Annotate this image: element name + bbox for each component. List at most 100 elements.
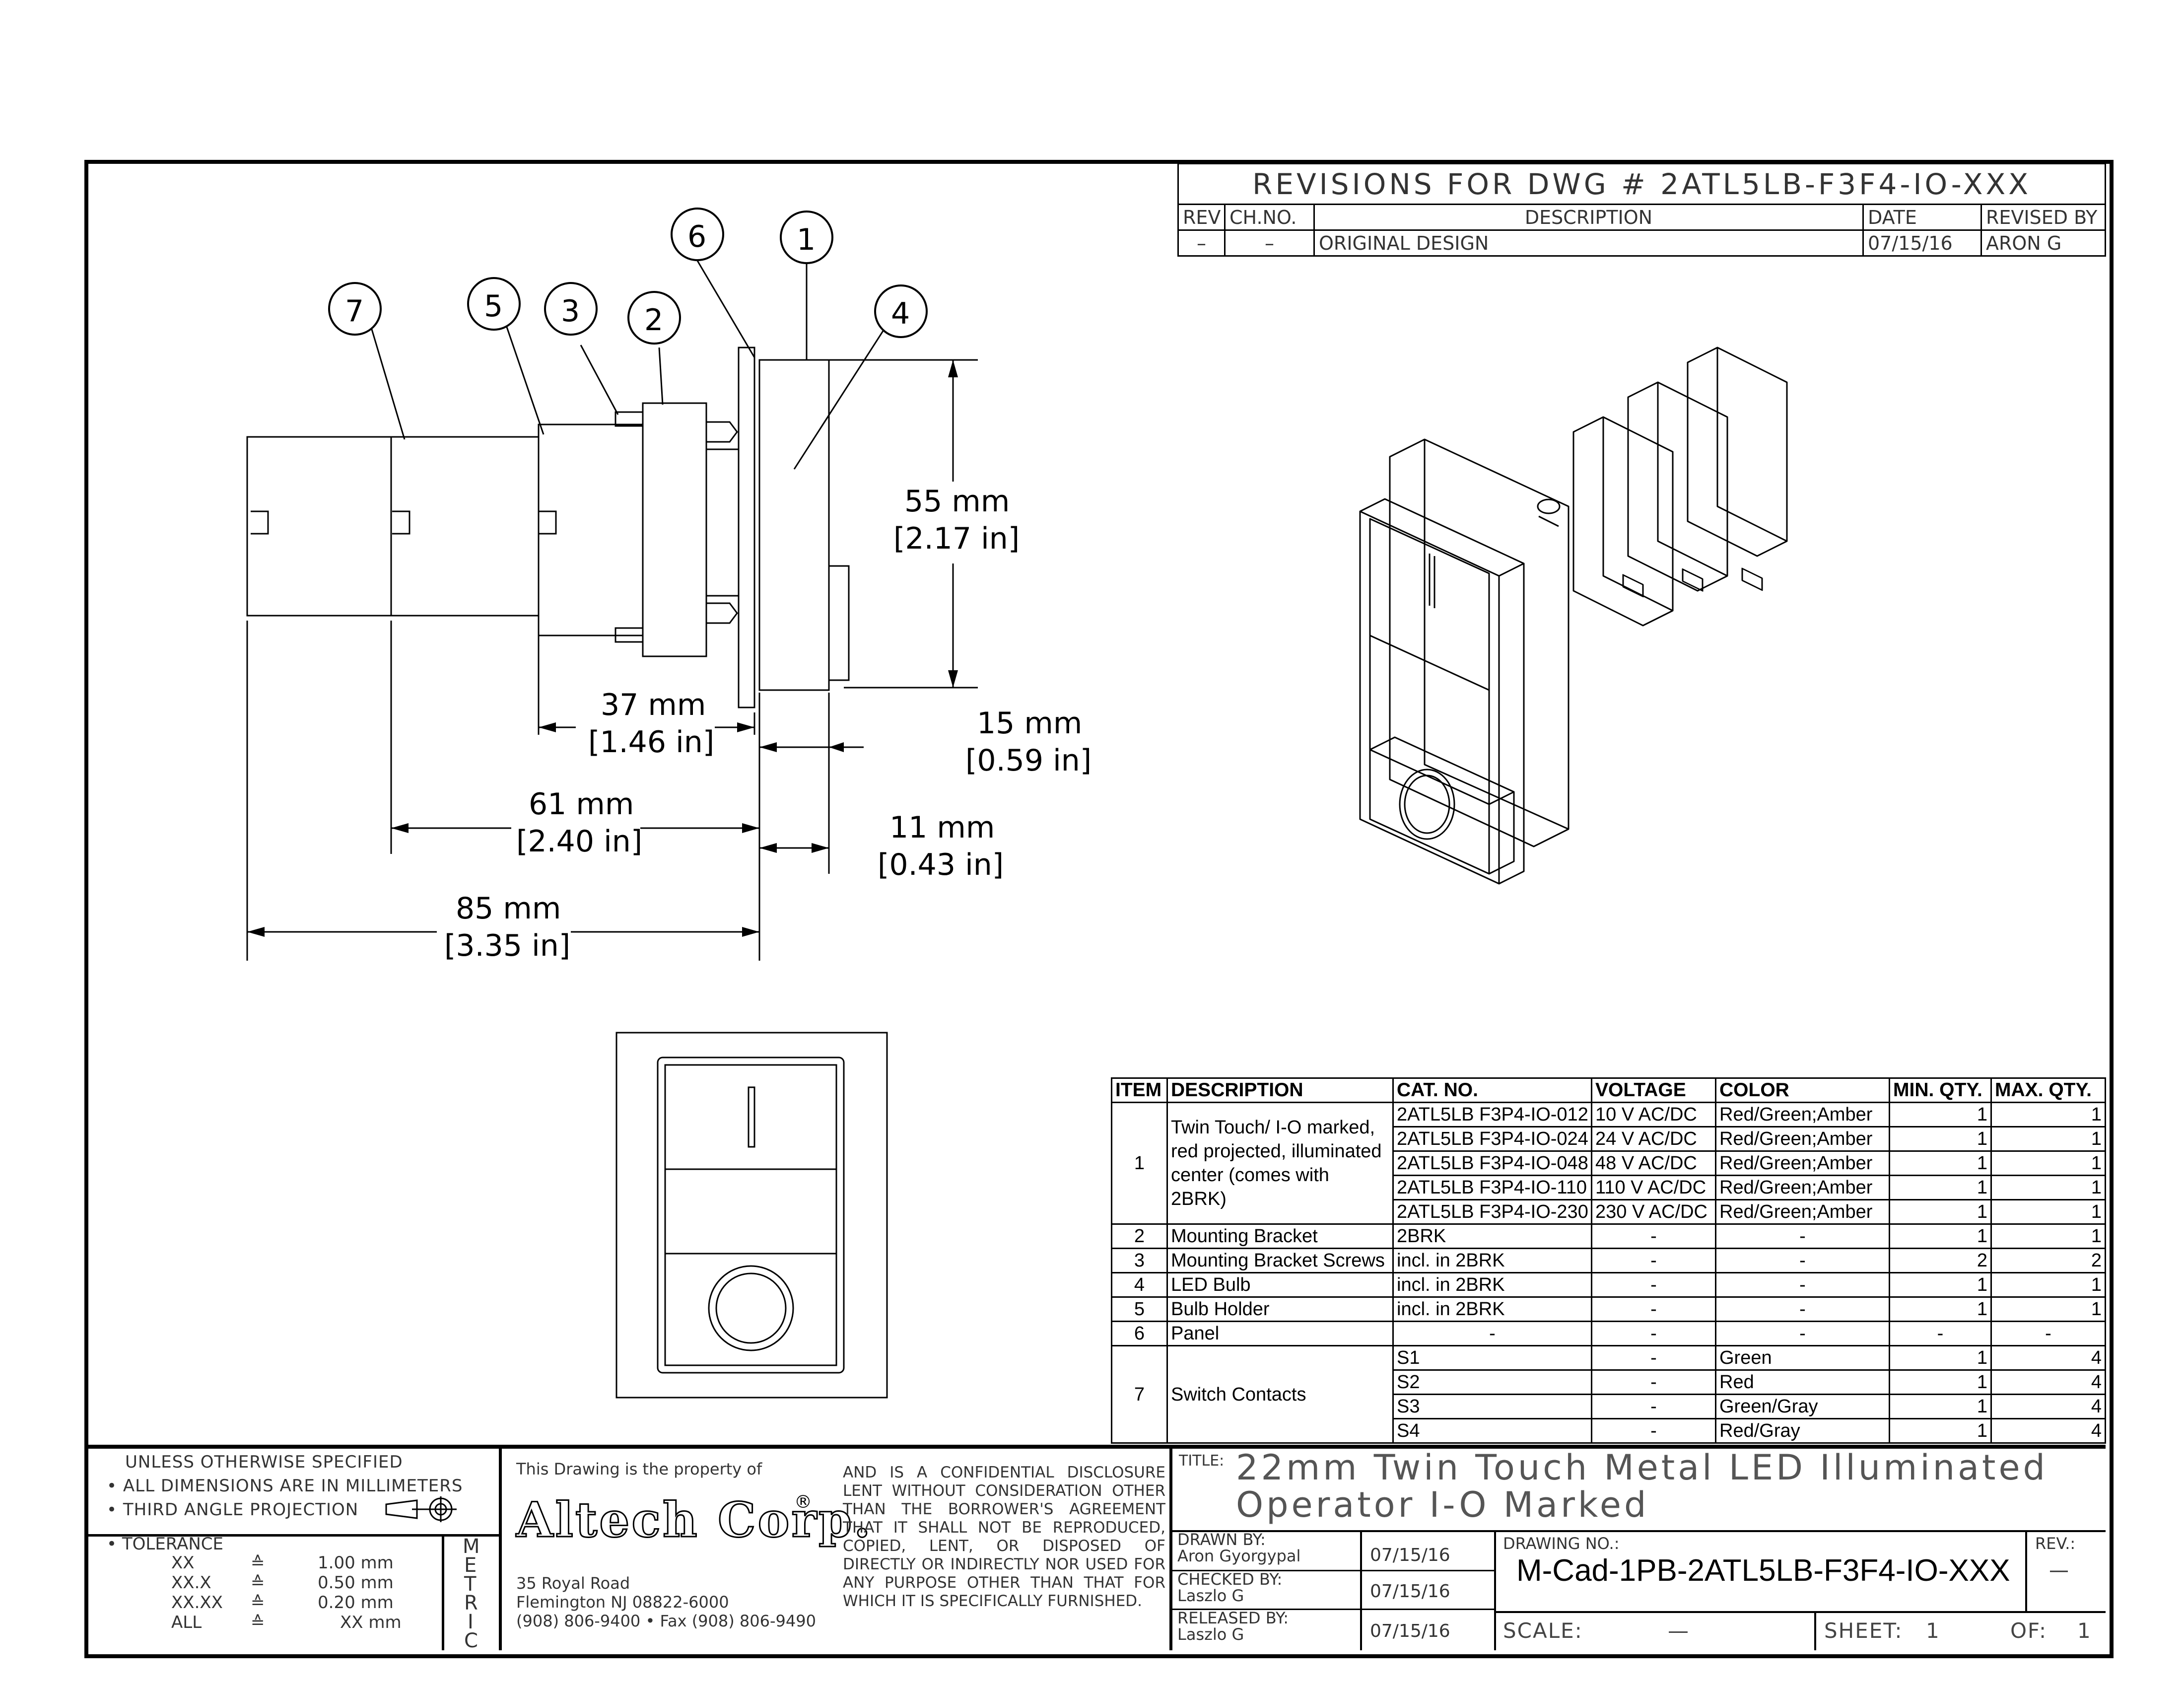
drawn-date: 07/15/16 <box>1370 1545 1450 1565</box>
tolerance-value: XX mm <box>340 1613 402 1632</box>
metric-letter: M <box>463 1535 480 1558</box>
bom-cell: Red/Green;Amber <box>1715 1175 1890 1200</box>
bom-cell: 1 <box>1889 1126 1992 1152</box>
checked-by-label: CHECKED BY: <box>1177 1570 1283 1589</box>
bom-header-description: DESCRIPTION <box>1166 1077 1394 1103</box>
tolerance-label: • TOLERANCE <box>107 1534 223 1554</box>
tolerance-key: XX.X <box>171 1573 211 1593</box>
dim-37-mm: 37 mm <box>601 688 706 722</box>
dim-11-mm: 11 mm <box>889 810 995 845</box>
released-by-label: RELEASED BY: <box>1177 1609 1289 1627</box>
table-row: 7 Switch Contacts S1 - Green 1 4 <box>1111 1345 2106 1444</box>
revisions-title: REVISIONS FOR DWG # 2ATL5LB-F3F4-IO-XXX <box>1177 163 2107 205</box>
bom-cell: Bulb Holder <box>1166 1296 1394 1322</box>
table-row: 6 Panel - - - - - <box>1111 1321 2106 1346</box>
title-block <box>84 1445 2106 1654</box>
balloon-5 <box>467 277 521 331</box>
table-row: S2 - Red 1 4 <box>1112 1369 2106 1395</box>
balloon-2-label: 2 <box>644 303 664 338</box>
bom-cell: - <box>1392 1321 1592 1346</box>
title-block-divider <box>1169 1445 1172 1650</box>
tolerance-symbol: ≙ <box>251 1553 265 1573</box>
title-block-divider <box>1171 1570 1494 1571</box>
tolerance-symbol: ≙ <box>251 1573 265 1593</box>
bom-cell: - <box>1715 1272 1890 1298</box>
balloon-7-label: 7 <box>345 294 364 329</box>
bom-cell: 110 V AC/DC <box>1591 1175 1716 1200</box>
balloon-1 <box>780 211 833 264</box>
bom-cell: S2 <box>1392 1369 1592 1395</box>
drawing-no-label: DRAWING NO.: <box>1503 1534 1620 1553</box>
bom-cell: - <box>1715 1223 1890 1249</box>
bom-cell: 1 <box>1889 1102 1992 1127</box>
bom-cell: Green/Gray <box>1715 1394 1890 1419</box>
sheet-label: SHEET: <box>1824 1618 1903 1643</box>
bom-cell: - <box>1591 1369 1716 1395</box>
bom-cell: - <box>1591 1418 1716 1444</box>
bom-cell: 2ATL5LB F3P4-IO-110 <box>1392 1175 1592 1200</box>
title-line-1: 22mm Twin Touch Metal LED Illuminated <box>1236 1447 2048 1488</box>
tolerance-value: 0.50 mm <box>318 1573 394 1593</box>
checked-by-name: Laszlo G <box>1177 1586 1244 1605</box>
released-by-name: Laszlo G <box>1177 1625 1244 1644</box>
rev-header-description: DESCRIPTION <box>1313 204 1864 231</box>
bom-cell: 1 <box>1990 1272 2106 1298</box>
drawing-border <box>84 160 2114 1658</box>
table-row: 2 Mounting Bracket 2BRK - - 1 1 <box>1111 1223 2106 1249</box>
metric-letter: R <box>464 1592 478 1615</box>
mounting-bracket-body <box>538 423 644 636</box>
bom-cell: Red/Green;Amber <box>1715 1150 1890 1176</box>
table-row: 2ATL5LB F3P4-IO-048 48 V AC/DC Red/Green… <box>1112 1150 2106 1176</box>
bom-cell: LED Bulb <box>1166 1272 1394 1298</box>
dim-61-in: [2.40 in] <box>516 824 643 859</box>
balloon-2 <box>627 291 681 345</box>
checked-date: 07/15/16 <box>1370 1581 1450 1602</box>
table-row: S3 - Green/Gray 1 4 <box>1112 1394 2106 1419</box>
bom-cell: 1 <box>1889 1199 1992 1225</box>
bom-cell: - <box>1591 1272 1716 1298</box>
table-row: 2ATL5LB F3P4-IO-024 24 V AC/DC Red/Green… <box>1112 1126 2106 1152</box>
bom-cell: - <box>1591 1223 1716 1249</box>
rev-label: REV.: <box>2035 1534 2076 1553</box>
bom-cell: 1 <box>1990 1175 2106 1200</box>
bom-cell: 2ATL5LB F3P4-IO-048 <box>1392 1150 1592 1176</box>
bom-cell: 4 <box>1990 1394 2106 1419</box>
bom-header-max-qty: MAX. QTY. <box>1990 1077 2106 1103</box>
balloon-6 <box>671 208 724 261</box>
drawing-number: M-Cad-1PB-2ATL5LB-F3F4-IO-XXX <box>1516 1553 2010 1588</box>
bom-header-cat-no: CAT. NO. <box>1392 1077 1592 1103</box>
leader-2 <box>658 347 664 405</box>
metric-letter: C <box>464 1629 478 1652</box>
bom-cell: 1 <box>1889 1296 1992 1322</box>
metric-letter: I <box>468 1611 474 1633</box>
bom-cell: - <box>1715 1321 1890 1346</box>
bom-cell: 4 <box>1990 1369 2106 1395</box>
rev-value: — <box>2049 1559 2069 1582</box>
note-third-angle: • THIRD ANGLE PROJECTION <box>107 1500 359 1520</box>
note-unless: UNLESS OTHERWISE SPECIFIED <box>125 1452 403 1472</box>
dim-37-in: [1.46 in] <box>588 725 715 760</box>
balloon-7 <box>328 282 382 336</box>
title-block-divider <box>1814 1611 1816 1650</box>
bom-cell: incl. in 2BRK <box>1392 1272 1592 1298</box>
bom-cell: 2BRK <box>1392 1223 1592 1249</box>
bom-cell: S4 <box>1392 1418 1592 1444</box>
of-value: 1 <box>2077 1618 2091 1643</box>
title-block-divider <box>2025 1530 2027 1611</box>
address-line-3: (908) 806-9400 • Fax (908) 806-9490 <box>516 1612 816 1630</box>
rev-cell-revised-by: ARON G <box>1980 229 2107 257</box>
bom-header-color: COLOR <box>1715 1077 1890 1103</box>
tolerance-symbol: ≙ <box>251 1613 265 1632</box>
bom-cell: - <box>1591 1345 1716 1371</box>
metric-letter: T <box>464 1573 477 1596</box>
bom-cell: 1 <box>1990 1102 2106 1127</box>
table-row: 1 Twin Touch/ I-O marked, red projected,… <box>1111 1102 2106 1225</box>
bom-item-7-description: Switch Contacts <box>1166 1345 1394 1444</box>
address-line-1: 35 Royal Road <box>516 1574 630 1593</box>
bom-cell: Red/Green;Amber <box>1715 1126 1890 1152</box>
bom-cell: 2 <box>1990 1248 2106 1273</box>
tolerance-symbol: ≙ <box>251 1593 265 1613</box>
address-line-2: Flemington NJ 08822-6000 <box>516 1593 729 1612</box>
bom-cell: - <box>1990 1321 2106 1346</box>
metric-letter: E <box>464 1554 477 1577</box>
